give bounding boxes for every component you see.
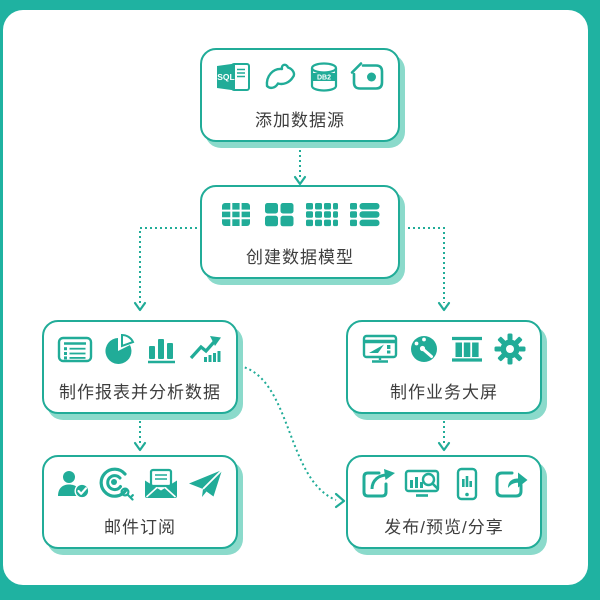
node-icon-row <box>359 466 530 502</box>
mobile-preview-icon <box>456 467 477 501</box>
arrow-model-to-dashboard <box>398 227 445 303</box>
node-icon-row <box>56 466 225 502</box>
cells-icon <box>305 203 338 227</box>
gauge-icon <box>410 336 437 362</box>
node-label: 添加数据源 <box>255 111 345 130</box>
node-make-dashboard: 制作业务大屏 <box>346 320 542 414</box>
node-label: 邮件订阅 <box>104 518 176 537</box>
arrowhead-model-to-reports <box>133 301 147 312</box>
list-icon <box>349 203 379 227</box>
subscriber-icon <box>57 471 90 499</box>
node-icon-row <box>218 196 383 232</box>
publish-icon <box>362 469 395 498</box>
paper-plane-icon <box>188 469 223 497</box>
arrow-reports-to-publish <box>239 365 337 501</box>
columns-layout-icon <box>451 336 482 362</box>
trend-arrow-icon <box>189 336 221 362</box>
arrowhead-source-to-model <box>293 175 307 186</box>
node-add-data-source: SQL DB2 添加数据源 <box>200 48 400 142</box>
arrow-model-to-reports <box>139 227 202 303</box>
node-create-data-model: 创建数据模型 <box>200 185 400 279</box>
node-label: 制作报表并分析数据 <box>59 383 221 402</box>
sql-server-icon: SQL <box>216 63 250 91</box>
dashboard-screen-icon <box>362 334 397 363</box>
node-email-subscription: 邮件订阅 <box>42 455 238 549</box>
svg-text:DB2: DB2 <box>316 75 330 82</box>
tiles-icon <box>264 203 293 227</box>
svg-text:SQL: SQL <box>217 72 234 82</box>
node-icon-row <box>56 331 225 367</box>
table-grid-icon <box>221 203 250 226</box>
arrowhead-model-to-dashboard <box>437 301 451 312</box>
mysql-dolphin-icon <box>265 63 295 90</box>
report-icon <box>57 336 92 363</box>
share-icon <box>495 471 527 498</box>
arrowhead-reports-to-publish <box>334 492 346 509</box>
subscription-target-icon <box>99 467 134 501</box>
node-label: 制作业务大屏 <box>390 383 498 402</box>
node-publish-preview-share: 发布/预览/分享 <box>346 455 542 549</box>
node-make-reports: 制作报表并分析数据 <box>42 320 238 414</box>
mail-icon <box>144 468 177 498</box>
node-icon-row <box>361 331 528 367</box>
bar-chart-icon <box>147 339 175 364</box>
node-label: 发布/预览/分享 <box>384 518 504 537</box>
node-label: 创建数据模型 <box>246 248 354 267</box>
node-icon-row: SQL DB2 <box>215 59 386 95</box>
preview-monitor-icon <box>404 469 439 497</box>
gear-icon <box>494 333 525 365</box>
database-icon <box>350 62 383 90</box>
arrowhead-dashboard-to-publish <box>437 441 451 452</box>
arrowhead-reports-to-mail <box>133 441 147 452</box>
pie-chart-icon <box>104 333 134 364</box>
db2-icon: DB2 <box>310 62 337 92</box>
